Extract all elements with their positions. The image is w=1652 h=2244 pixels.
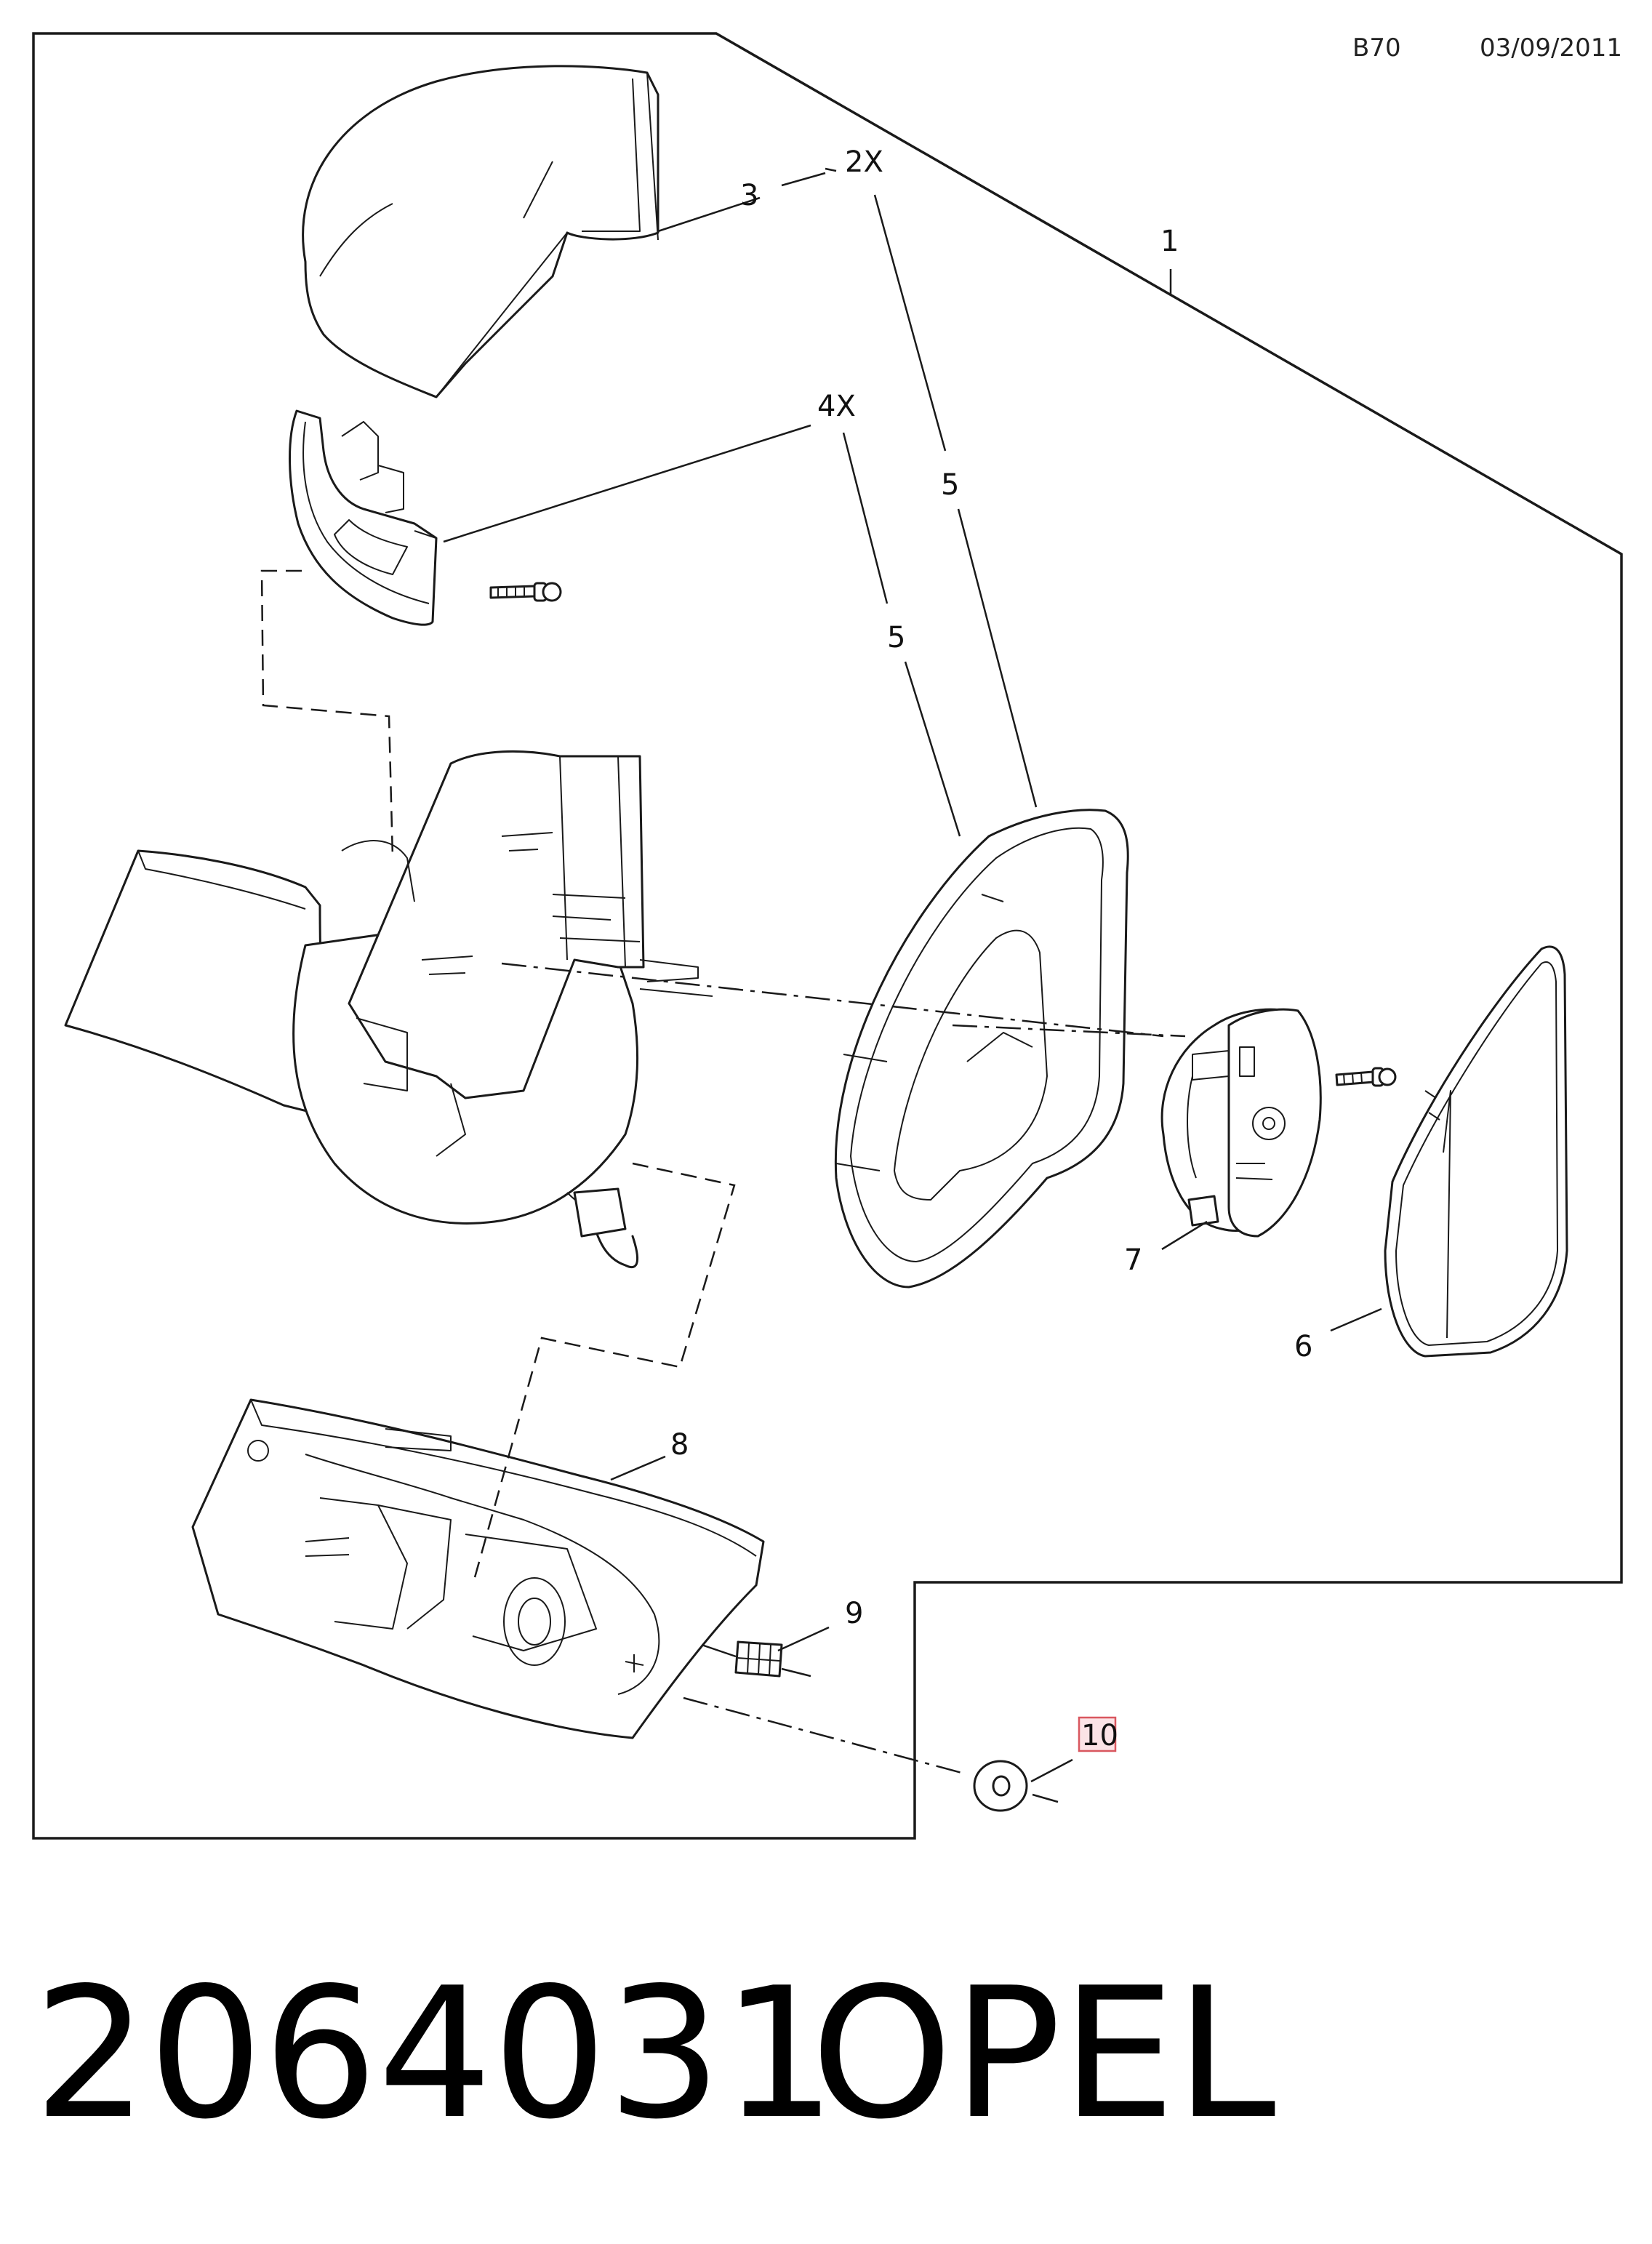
part-lamp-screw[interactable] [489, 582, 562, 602]
callout-10-highlight[interactable] [1078, 1716, 1117, 1752]
assembly-border [32, 32, 1623, 1840]
callout-5-upper: 5 [941, 468, 959, 502]
part-mirror-actuator[interactable] [1160, 1008, 1322, 1238]
leader-7 [1161, 1220, 1208, 1251]
leader-6 [1330, 1307, 1382, 1332]
callout-5-lower: 5 [887, 621, 905, 654]
alignment-line-lamp [260, 569, 394, 859]
callout-8: 8 [670, 1428, 689, 1462]
callout-1: 1 [1160, 225, 1179, 258]
part-turn-signal-lamp[interactable] [289, 409, 438, 626]
alignment-line-housing-frame [501, 962, 1164, 1038]
part-retaining-clip[interactable] [734, 1640, 783, 1678]
section-code: B70 [1352, 33, 1401, 63]
part-mirror-frame[interactable] [834, 809, 1129, 1289]
callout-10: 10 [1081, 1719, 1118, 1752]
leader-5-upper [873, 194, 947, 452]
leader-4x-lamp [443, 424, 811, 543]
diagram-date: 03/09/2011 [1480, 33, 1622, 63]
callout-9: 9 [845, 1597, 863, 1630]
part-mirror-glass[interactable] [1384, 945, 1568, 1358]
leader-8 [610, 1455, 666, 1481]
part-mirror-housing[interactable] [64, 750, 713, 1268]
alignment-line-washer-end [1032, 1793, 1059, 1803]
leader-10 [1030, 1758, 1073, 1783]
part-mirror-cover[interactable] [302, 65, 659, 398]
callout-3: 3 [740, 179, 758, 212]
part-washer[interactable] [973, 1760, 1028, 1812]
leader-9 [777, 1626, 830, 1652]
alignment-line-clip [701, 1643, 811, 1678]
brand-name: OPEL [811, 1950, 1276, 2159]
alignment-line-harness [471, 1162, 736, 1586]
alignment-line-frame-actuator [952, 1024, 1186, 1038]
leader-5-lower-b [904, 661, 961, 837]
leader-5-lower [842, 432, 889, 604]
callout-2x: 2X [845, 145, 883, 179]
callout-6: 6 [1294, 1330, 1312, 1363]
leader-5-upper-b [957, 508, 1038, 808]
alignment-line-washer [683, 1696, 968, 1776]
leader-2x [825, 167, 837, 172]
leader-3 [657, 172, 826, 233]
part-number: 2064031 [33, 1950, 837, 2159]
callout-7: 7 [1124, 1243, 1142, 1277]
callout-4x: 4X [817, 390, 856, 423]
part-actuator-screw[interactable] [1335, 1067, 1397, 1087]
